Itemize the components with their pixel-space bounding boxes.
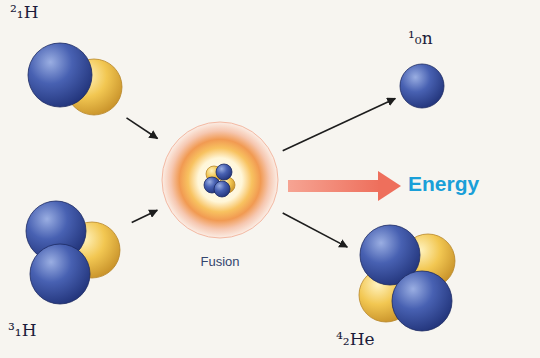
- label-holder: ²₁H: [10, 2, 38, 22]
- helium-nucleus-picture: [350, 225, 462, 331]
- proton-ball: [400, 64, 444, 108]
- deuterium-nucleus-picture: [12, 35, 124, 123]
- proton-ball: [392, 271, 452, 331]
- proton-ball: [28, 43, 92, 107]
- nuclide-symbol: ³₁H: [8, 320, 36, 340]
- reaction-arrow: [132, 210, 158, 222]
- energy-label: Energy: [408, 172, 479, 195]
- proton-ball: [214, 181, 230, 197]
- reaction-arrow: [283, 213, 348, 247]
- tritium-nucleus: ³₁H: [12, 198, 129, 306]
- reaction-arrow: [127, 118, 158, 139]
- nuclide-symbol: ²₁H: [10, 2, 38, 22]
- fusion-glow-disc: [162, 122, 278, 238]
- fusion-glow-rim: [162, 122, 278, 238]
- deuterium-nucleus: ²₁H: [12, 35, 124, 123]
- energy-arrow-head: [378, 171, 401, 201]
- fusion-glow-picture: [160, 120, 280, 240]
- proton-ball: [30, 244, 90, 304]
- label-holder: Energy: [408, 172, 479, 196]
- nuclide-symbol: ⁴₂He: [336, 329, 375, 349]
- neutron-picture: [398, 62, 446, 110]
- energy-arrow-shaft: [288, 180, 380, 192]
- label-holder: Fusion: [160, 252, 280, 270]
- label-holder: ³₁H: [8, 320, 36, 340]
- nuclide-symbol: ¹₀n: [408, 28, 433, 48]
- label-holder: ¹₀n: [408, 28, 433, 48]
- process-label: Fusion: [200, 254, 239, 269]
- reaction-arrow: [283, 98, 396, 150]
- neutron: ¹₀n: [398, 62, 446, 110]
- label-holder: ⁴₂He: [336, 329, 375, 349]
- tritium-nucleus-picture: [12, 198, 129, 306]
- helium-nucleus: ⁴₂He: [350, 225, 462, 331]
- fusion-glow: Fusion: [160, 120, 280, 240]
- proton-ball: [216, 164, 232, 180]
